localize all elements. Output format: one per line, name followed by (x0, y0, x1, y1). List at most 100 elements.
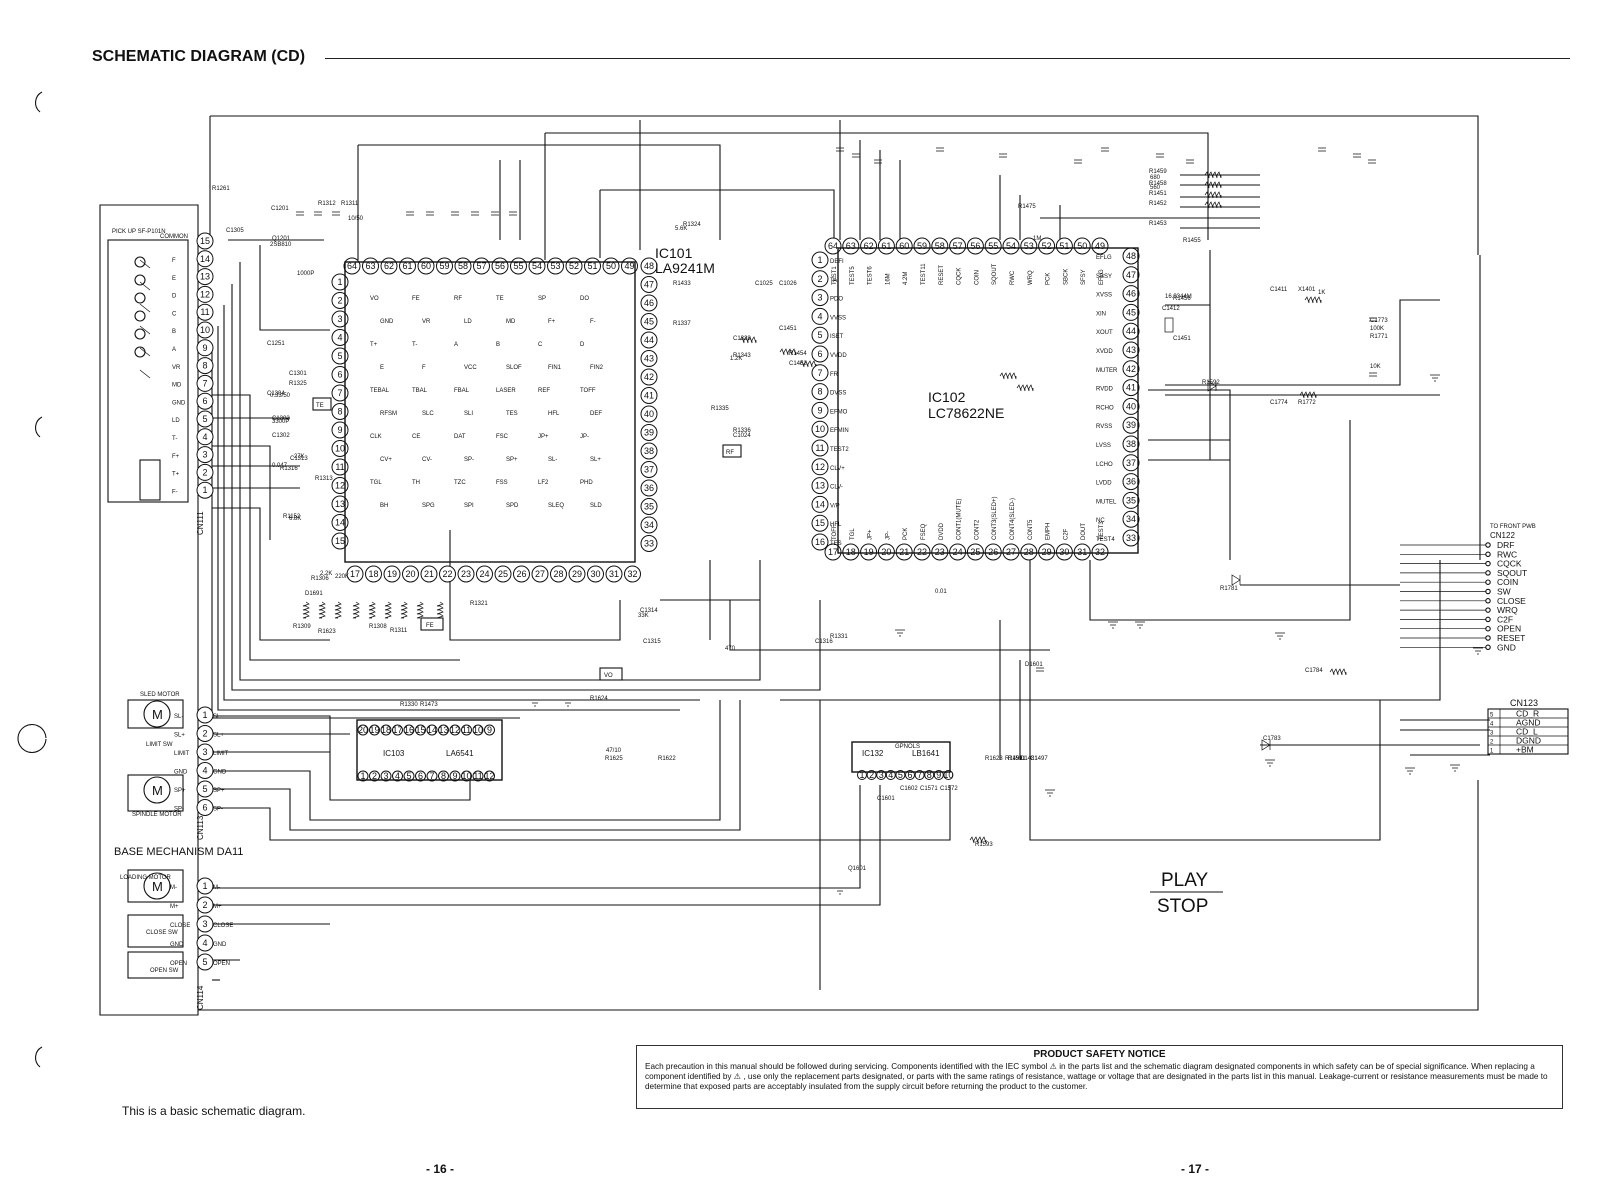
ic132-pin-4-ring (885, 770, 896, 780)
pickup-label: PICK UP SF-P101N (112, 229, 166, 235)
ic102: IC102 LC78622NE (837, 247, 1139, 554)
ic101-internal-label-19: F (422, 365, 426, 371)
ic101-internal-label-44: SP- (464, 457, 474, 463)
component-ref-33: C1451 (1173, 336, 1191, 342)
ic101-pin-29-ring (568, 565, 586, 583)
ic102-right-name-43: XVDD (1096, 349, 1113, 355)
component-ref-5: R1311 (341, 201, 359, 207)
ic102-right-name-47: SBSY (1096, 274, 1112, 280)
cn111-pin-15: 15 (196, 232, 214, 250)
cn111-pin-13-ring (196, 268, 214, 286)
ic132-pin-10: 10 (943, 770, 953, 780)
ground-symbol-11 (1275, 632, 1285, 640)
mode-play: PLAY (1161, 870, 1209, 891)
ic102-bottom-name-18: TGL (850, 528, 856, 540)
ic101-pin-26: 26 (513, 565, 530, 583)
ic101-pin-36: 36 (640, 479, 658, 497)
cn114-pin-2-ring (196, 896, 214, 914)
pickup-common: COMMON (160, 234, 188, 240)
res-bottom-2 (334, 601, 342, 619)
ic101-internal-label-10: F+ (548, 319, 556, 325)
cn111-pin-15-num: 15 (200, 236, 210, 246)
pickup-pin-label-4: B (172, 329, 176, 335)
cn111-pin-1-num: 1 (202, 485, 207, 495)
ic102-top-name-57: CQCK (957, 268, 963, 285)
ic103-pin-bottom-4: 4 (392, 770, 403, 782)
cn114-motor-side-2: M+ (170, 904, 179, 910)
ic101-internal-label-41: JP- (580, 434, 589, 440)
ic102-pin-35: 35 (1122, 491, 1140, 509)
photodiode-2 (134, 292, 146, 304)
ic101-pin-20: 20 (402, 565, 419, 583)
cn122-label-CQCK: CQCK (1497, 559, 1522, 569)
ic102-pin-53: 53 (1020, 237, 1038, 255)
ic132-pin-3: 3 (876, 770, 887, 780)
ic102-pin-33-num: 33 (1126, 533, 1136, 543)
ic102-pin-51-num: 51 (1059, 241, 1069, 251)
ic101-internal-label-55: SPG (422, 503, 435, 509)
value-label-6: 27K (294, 454, 305, 460)
ic102-pin-63-num: 63 (846, 241, 856, 251)
ic101-pin-41-num: 41 (644, 391, 654, 401)
ic102-bottom-name-27: CONT4(SLED-) (1010, 498, 1016, 540)
ic101-internal-label-18: E (380, 365, 384, 371)
ic101-pin-53: 53 (547, 257, 564, 275)
ic101-pin-44-ring (640, 331, 658, 349)
ic101-pin-1: 1 (331, 273, 349, 291)
cn113-label-6: SP- (213, 807, 223, 813)
ic102-pin-32-ring (1091, 543, 1109, 561)
ic101-pin-19: 19 (383, 565, 401, 583)
ic102-pin-58: 58 (931, 237, 949, 255)
res-mid-1 (779, 348, 797, 356)
cn113-motor-side-6: SP- (174, 807, 184, 813)
ic101-pin-11: 11 (331, 458, 349, 476)
ic102-pin-52-ring (1038, 237, 1056, 255)
ic101-pin-25-ring (494, 565, 512, 583)
ic101-pin-57-num: 57 (476, 261, 486, 271)
ic102-pin-30-num: 30 (1059, 547, 1069, 557)
ic102-pin-33-ring (1122, 529, 1140, 547)
component-ref-42: R1781 (1220, 586, 1238, 592)
photodiode-1 (134, 274, 146, 286)
ic102-pin-42-ring (1122, 360, 1140, 378)
ic132-pin-4-num: 4 (888, 770, 893, 780)
ic102-right-name-34: NC (1096, 518, 1105, 524)
ic102-pin-8-ring (811, 383, 829, 401)
ic132-ref: IC132 (862, 749, 884, 758)
ic103-pin-top-15: 15 (415, 724, 426, 736)
ic102-pin-36: 36 (1122, 473, 1140, 491)
ic102-pin-52: 52 (1038, 237, 1056, 255)
cn113-motor-side-4: GND (174, 770, 188, 776)
ic102-pin-29: 29 (1038, 543, 1056, 561)
cn122-label-RESET: RESET (1497, 633, 1525, 643)
ic102-pin-62: 62 (860, 237, 878, 255)
ic101-internal-label-58: SLEQ (548, 503, 564, 509)
cn113-ref: CN113 (196, 815, 205, 840)
ic102-pin-11-num: 11 (815, 443, 824, 453)
component-ref-53: C1601 (877, 796, 895, 802)
component-ref-75: R1330 (400, 702, 418, 708)
ic101-pin-15-ring (331, 532, 349, 550)
ground-symbol-2 (1405, 767, 1415, 775)
ic103-pin-bottom-2: 2 (369, 770, 380, 782)
ic103-pin-top-14-ring (426, 724, 438, 736)
component-ref-59: R1593 (975, 842, 993, 848)
ic102-pin-33: 33 (1122, 529, 1140, 547)
value-label-13: 0.01 (935, 589, 947, 595)
ic103-pin-bottom-6-ring (415, 770, 426, 782)
component-ref-62: R1152 (283, 514, 301, 520)
ic101-pin-22: 22 (439, 565, 456, 583)
cn111-pin-14-ring (196, 250, 214, 268)
cap-top-10 (1353, 153, 1361, 158)
ic101-pin-17-num: 17 (350, 569, 360, 579)
component-ref-4: R1312 (318, 201, 336, 207)
ic101-part: LA9241M (655, 260, 715, 276)
ic102-pin-32: 32 (1091, 543, 1109, 561)
value-label-17: 16.9344M (1165, 294, 1192, 300)
box-te: TE (316, 403, 324, 409)
ic101-internal-label-39: FSC (496, 434, 509, 440)
ic102-pin-35-ring (1122, 491, 1140, 509)
ic132-pin-1-num: 1 (859, 770, 864, 780)
cn122-ref: CN122 (1490, 531, 1515, 540)
component-ref-34: C1412 (1162, 306, 1180, 312)
